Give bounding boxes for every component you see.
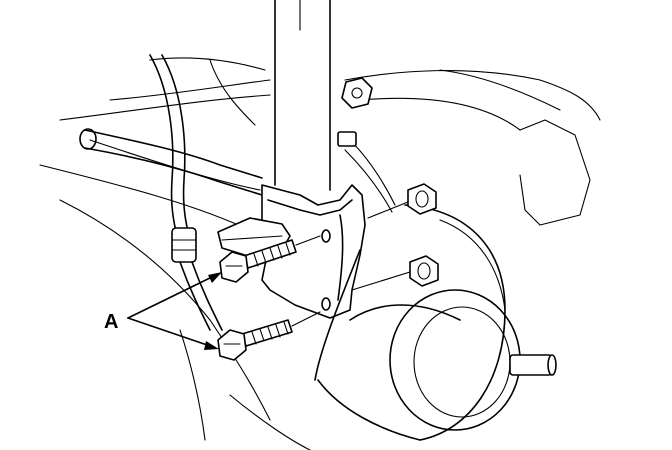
upper-nut [341,77,373,109]
upper-bolt [219,235,321,283]
strut-bracket [261,184,366,319]
chassis-background [39,57,601,450]
callout-arrows [127,272,222,350]
nut-upper-right [407,183,437,215]
alignment-lines [351,201,411,291]
nut-lower-right [409,255,439,287]
brake-disc [314,204,521,441]
stabilizer-bar [79,128,263,196]
sensor-wire [209,59,396,213]
strut-body [274,0,331,191]
lower-bolt [217,311,321,361]
hub-stud [509,354,557,376]
callout-label-a: A [104,311,119,333]
brake-hose [149,54,223,331]
